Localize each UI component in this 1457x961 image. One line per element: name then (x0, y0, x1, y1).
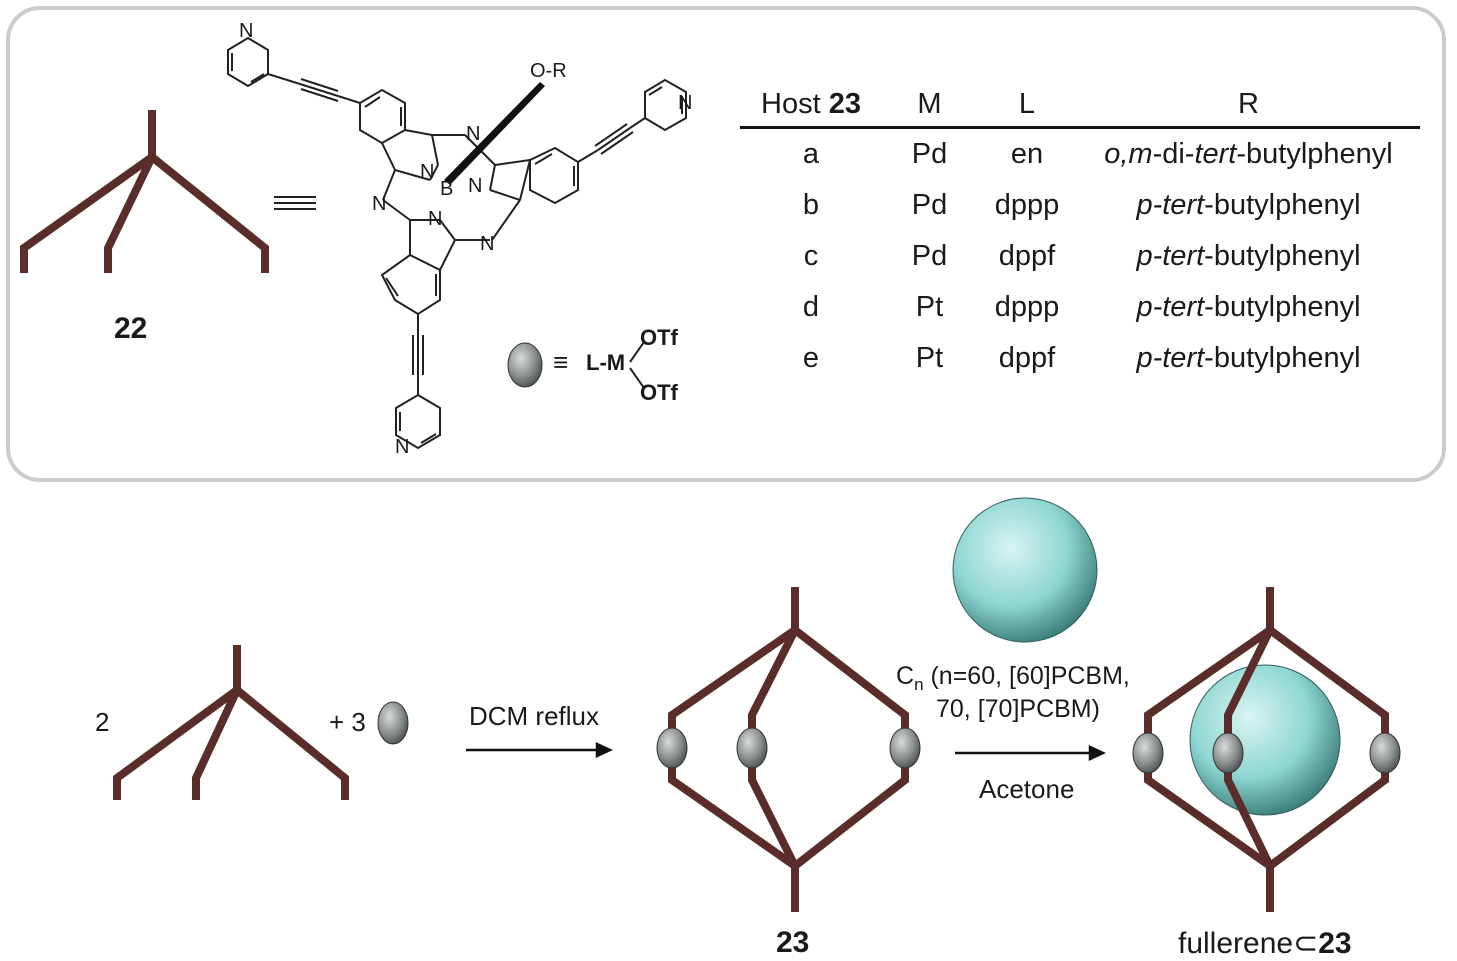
fullerene-sphere (952, 497, 1098, 643)
scheme-top-panel (6, 6, 1446, 482)
tripod-ligand-22 (20, 110, 269, 273)
cage-label-23: 23 (776, 926, 810, 959)
atom-label-n: N (239, 20, 254, 42)
metal-legend-lm: L-M (586, 350, 626, 375)
step2-guest-cont: 70, [70]PCBM) (936, 695, 1100, 723)
table-row: d Pt dppp p-tert-butylphenyl (802, 291, 1361, 323)
atom-label-n: N (468, 175, 483, 197)
reaction-arrow-2 (955, 745, 1106, 761)
atom-label-n: N (428, 208, 443, 230)
complex-label: fullerene⊂23 (1178, 927, 1352, 960)
step1-reagent: DCM reflux (469, 701, 600, 731)
equivalence-sign (274, 196, 316, 210)
tripod-ligand-free (113, 645, 349, 800)
atom-label-n: N (395, 436, 410, 458)
coefficient-ligand: 2 (95, 707, 110, 737)
subphthalocyanine-structure (227, 36, 687, 450)
cage-metal-node (736, 727, 768, 769)
table-row: a Pd en o,m-di-tert-butylphenyl (802, 138, 1393, 170)
coefficient-metal: + 3 (329, 707, 366, 737)
cage-metal-node (656, 727, 688, 769)
fullerene-cage-complex (1132, 587, 1401, 912)
cage-23 (668, 587, 909, 912)
table-row: b Pd dppp p-tert-butylphenyl (802, 189, 1361, 221)
atom-label-n: N (678, 92, 693, 114)
reaction-arrow-1 (466, 742, 613, 758)
metal-node-legend (507, 342, 543, 388)
step2-guest: Cn (n=60, [60]PCBM, (896, 662, 1130, 694)
axial-group-label: O-R (530, 60, 567, 82)
header-r: R (1238, 87, 1259, 120)
metal-legend-otf: OTf (640, 380, 678, 405)
host-table-header: Host 23 M L R (740, 82, 1420, 128)
atom-label-n: N (466, 123, 481, 145)
otf-bonds (629, 341, 645, 389)
atom-label-n: N (372, 193, 387, 215)
header-host: Host 23 (761, 87, 861, 120)
table-row: c Pd dppf p-tert-butylphenyl (803, 240, 1361, 272)
header-l: L (1018, 87, 1036, 120)
host-table: Host 23 M L R a Pd en o,m-di-tert-butylp… (740, 82, 1420, 384)
metal-node-reactant (377, 701, 409, 745)
atom-label-n: N (420, 161, 435, 183)
compound-label-22: 22 (114, 312, 148, 345)
atom-label-n: N (480, 233, 495, 255)
metal-legend-otf: OTf (640, 325, 678, 350)
atom-label-b: B (440, 178, 454, 200)
metal-legend-equiv: ≡ (553, 347, 569, 377)
cage-metal-node (889, 727, 921, 769)
table-row: e Pt dppf p-tert-butylphenyl (802, 342, 1361, 374)
header-m: M (917, 87, 942, 120)
step2-solvent: Acetone (979, 774, 1075, 804)
wedge-bond (444, 82, 545, 185)
